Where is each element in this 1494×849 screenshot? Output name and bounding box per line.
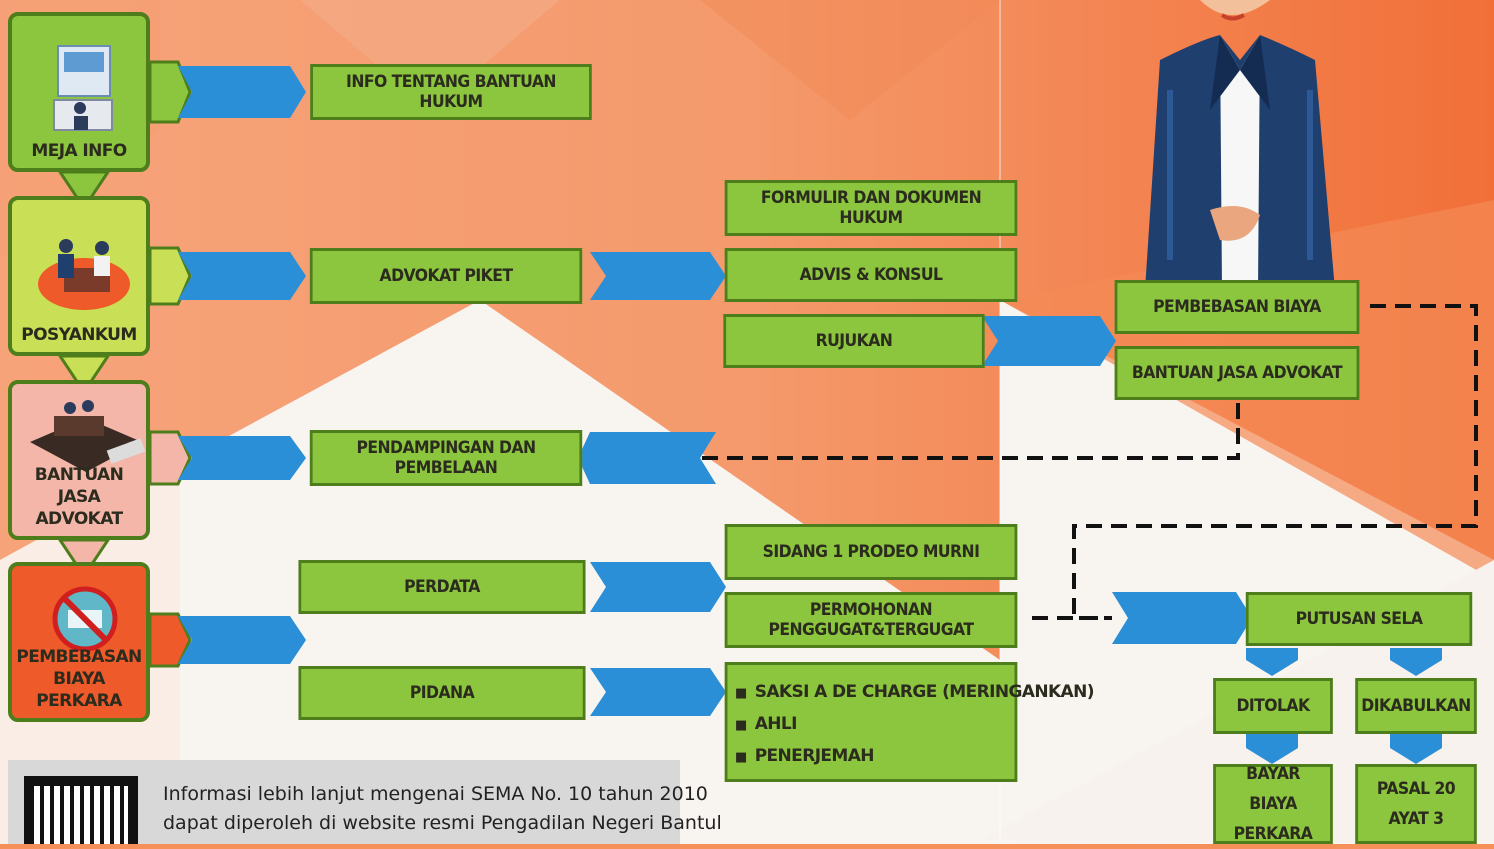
box-info-bantuan-hukum: INFO TENTANG BANTUAN HUKUM [310,64,592,120]
box-pendampingan-pembelaan: PENDAMPINGAN DAN PEMBELAAN [309,430,583,486]
footer-line-1: Informasi lebih lanjut mengenai SEMA No.… [163,783,708,805]
node-label: POSYANKUM [21,325,137,345]
footer-line-2: dapat diperoleh di website resmi Pengadi… [163,812,722,834]
footer-info-text: Informasi lebih lanjut mengenai SEMA No.… [163,780,722,838]
box-dikabulkan: DIKABULKAN [1355,678,1477,734]
box-ditolak: DITOLAK [1213,678,1333,734]
box-bayar-biaya-perkara: BAYAR BIAYA PERKARA [1213,764,1333,844]
pidana-list: SAKSI A DE CHARGE (MERINGANKAN) AHLI PEN… [735,676,1095,772]
qr-code-icon[interactable] [24,776,138,844]
node-label-line2: JASA ADVOKAT [35,487,124,529]
courtroom-lawyer-icon [30,400,146,472]
box-pembebasan-biaya: PEMBEBASAN BIAYA [1114,280,1360,334]
pidana-item: AHLI [735,708,1094,740]
box-rujukan: RUJUKAN [723,314,985,368]
node-label-line2: BIAYA PERKARA [36,669,122,711]
node-label-line1: BANTUAN [34,465,124,485]
box-bantuan-jasa-advokat: BANTUAN JASA ADVOKAT [1114,346,1360,400]
node-posyankum: POSYANKUM [8,196,150,356]
pidana-item: PENERJEMAH [735,740,1094,772]
box-putusan-sela: PUTUSAN SELA [1245,592,1473,646]
node-label: MEJA INFO [31,141,127,161]
box-advis-konsul: ADVIS & KONSUL [724,248,1018,302]
box-permohonan: PERMOHONAN PENGGUGAT&TERGUGAT [724,592,1018,648]
pidana-item: SAKSI A DE CHARGE (MERINGANKAN) [735,676,1095,708]
consultation-icon [38,239,130,310]
node-pembebasan-biaya-perkara: PEMBEBASAN BIAYA PERKARA [8,562,150,722]
box-sidang-prodeo: SIDANG 1 PRODEO MURNI [724,524,1018,580]
box-formulir-dokumen: FORMULIR DAN DOKUMEN HUKUM [724,180,1018,236]
box-pidana: PIDANA [298,666,586,720]
node-label-line1: PEMBEBASAN [16,647,142,667]
node-meja-info: MEJA INFO [8,12,150,172]
box-perdata: PERDATA [298,560,586,614]
box-advokat-piket: ADVOKAT PIKET [309,248,583,304]
no-cost-icon [52,586,118,652]
node-bantuan-jasa-advokat: BANTUAN JASA ADVOKAT [8,380,150,540]
info-desk-icon [53,45,113,131]
box-pasal-20-ayat-3: PASAL 20 AYAT 3 [1355,764,1477,844]
lawyer-person-icon [1145,0,1335,290]
